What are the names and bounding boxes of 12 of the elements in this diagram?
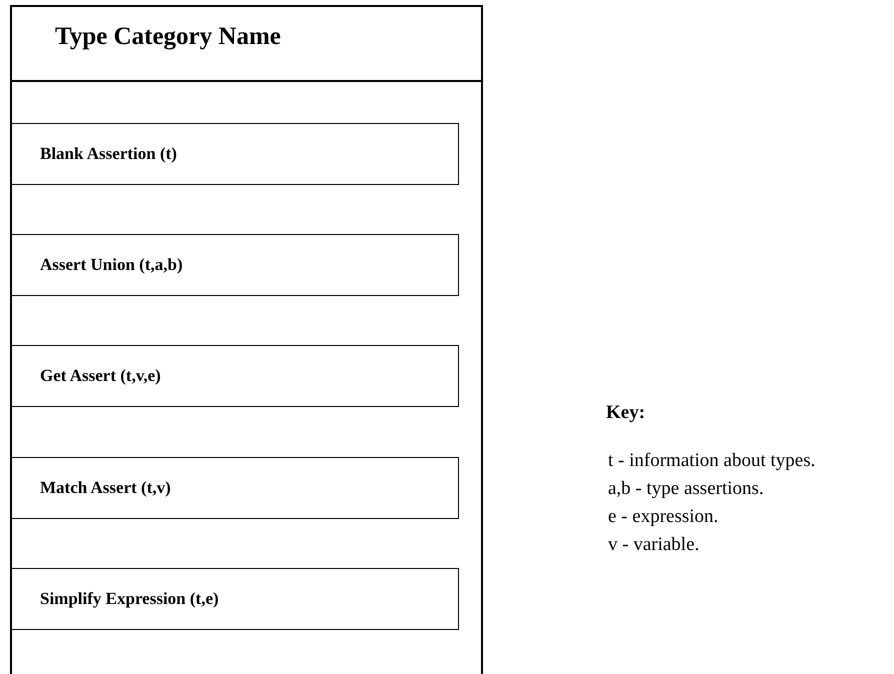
key-entry: e - expression. [608, 506, 718, 528]
function-box: Blank Assertion (t) [12, 123, 459, 185]
key-entry: a,b - type assertions. [608, 478, 764, 500]
key-heading: Key: [606, 402, 646, 424]
key-entry: t - information about types. [608, 450, 816, 472]
category-panel [10, 5, 483, 674]
function-box: Assert Union (t,a,b) [12, 234, 459, 296]
function-box: Get Assert (t,v,e) [12, 345, 459, 407]
function-box: Simplify Expression (t,e) [12, 568, 459, 630]
category-heading: Type Category Name [12, 7, 481, 82]
key-entry: v - variable. [608, 534, 700, 556]
function-box: Match Assert (t,v) [12, 457, 459, 519]
